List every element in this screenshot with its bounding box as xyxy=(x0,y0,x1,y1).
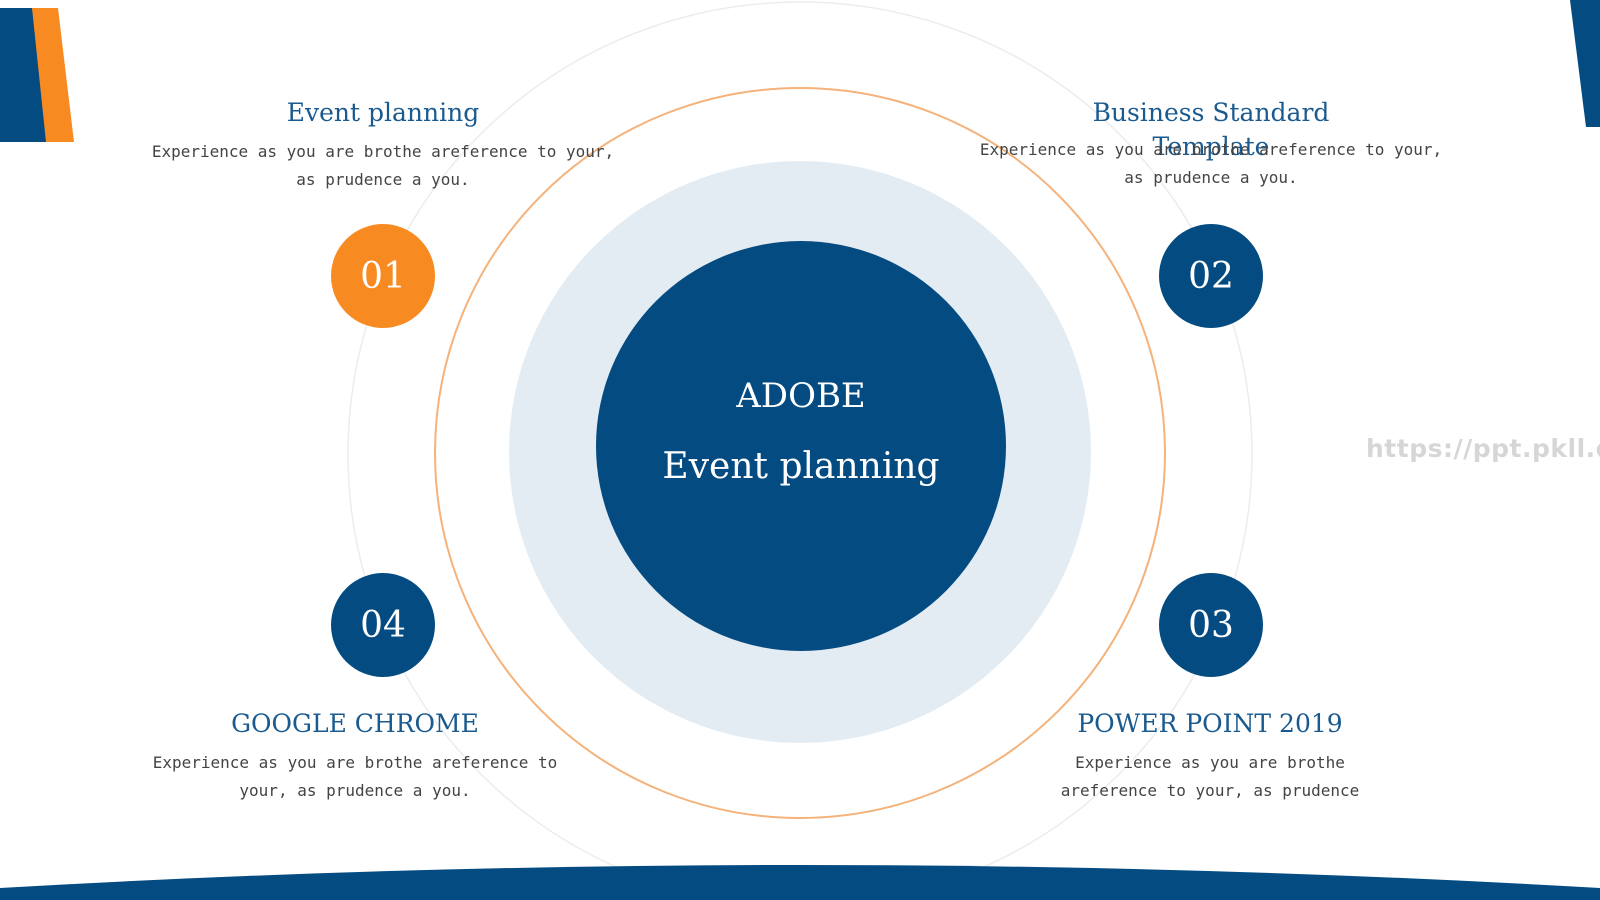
badge-03: 03 xyxy=(1159,573,1263,677)
item-02-title: Business Standard Template xyxy=(1092,98,1330,161)
center-circle: ADOBE Event planning xyxy=(596,241,1006,651)
bottom-wave-decoration xyxy=(0,865,1600,900)
corner-decoration-right xyxy=(1570,0,1600,127)
item-04-block: GOOGLE CHROME Experience as you are brot… xyxy=(140,707,570,805)
outer-faint-ring xyxy=(347,1,1253,900)
center-subtitle: Event planning xyxy=(662,445,940,487)
item-02-description: Experience as you are brothe areference … xyxy=(979,140,1443,187)
watermark-text: https://ppt.pkll.de xyxy=(1366,434,1600,463)
item-04-description: Experience as you are brothe areference … xyxy=(152,753,558,800)
item-03-block: POWER POINT 2019 Experience as you are b… xyxy=(1050,707,1370,805)
item-03-description: Experience as you are brothe areference … xyxy=(1060,753,1360,800)
orange-ring xyxy=(434,87,1166,819)
item-04-title: GOOGLE CHROME xyxy=(231,709,479,738)
center-title: ADOBE xyxy=(736,375,866,416)
item-01-block: Event planning Experience as you are bro… xyxy=(140,96,626,194)
item-03-title: POWER POINT 2019 xyxy=(1077,709,1343,738)
badge-04: 04 xyxy=(331,573,435,677)
item-02-block: Business Standard Template Experience as… xyxy=(968,96,1454,192)
badge-01: 01 xyxy=(331,224,435,328)
item-01-title: Event planning xyxy=(286,98,480,127)
item-01-description: Experience as you are brothe areference … xyxy=(151,142,615,189)
badge-02: 02 xyxy=(1159,224,1263,328)
corner-decoration-left xyxy=(0,8,74,142)
